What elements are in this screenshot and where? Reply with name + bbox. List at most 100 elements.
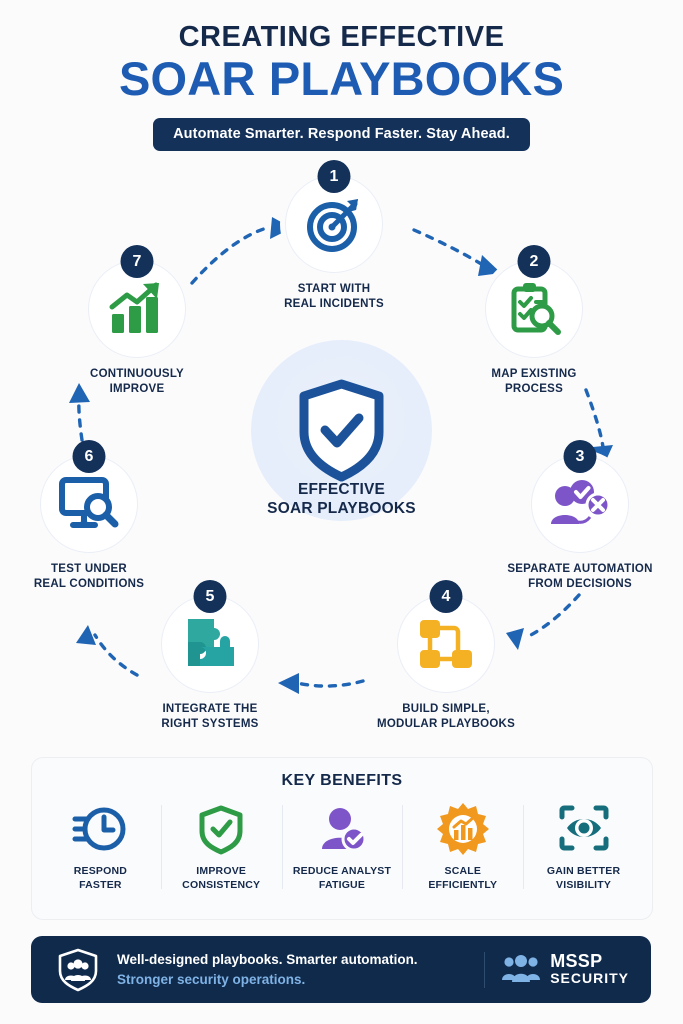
step-6-disc: 6: [40, 440, 138, 553]
brand-logo[interactable]: MSSP SECURITY: [501, 952, 629, 988]
footer-banner: Well-designed playbooks. Smarter automat…: [31, 936, 651, 1003]
step-5-line1: INTEGRATE THE: [162, 703, 258, 715]
cycle-arrows: [69, 217, 613, 694]
benefit-2-line1: IMPROVE: [196, 865, 247, 877]
step-5-badge: 5: [193, 580, 227, 613]
benefit-5-line1: GAIN BETTER: [546, 865, 621, 877]
benefit-2-line2: CONSISTENCY: [182, 878, 261, 891]
page-title-main: SOAR PLAYBOOKS: [118, 52, 565, 106]
step-2-badge: 2: [517, 245, 551, 278]
key-benefits-row: RESPOND FASTER IMPROVE CONSISTENCY: [32, 799, 652, 892]
flowchart-nodes-icon: [420, 620, 472, 668]
step-6-label: TEST UNDER REAL CONDITIONS: [14, 562, 164, 592]
step-2-label: MAP EXISTING PROCESS: [459, 367, 609, 397]
step-3-line1: SEPARATE AUTOMATION: [507, 563, 653, 575]
benefit-3-line2: FATIGUE: [318, 878, 366, 891]
key-benefits-panel: KEY BENEFITS RESPOND FASTER: [31, 757, 653, 920]
step-4-line2: MODULAR PLAYBOOKS: [377, 717, 515, 730]
arrow-heads: [69, 217, 613, 694]
clipboard-search-icon: [511, 283, 561, 335]
step-6-badge: 6: [72, 440, 106, 473]
shield-check-icon: [299, 379, 384, 482]
arrowhead-5-to-6: [76, 625, 96, 645]
step-3-disc: 3: [531, 440, 629, 553]
step-3-label: SEPARATE AUTOMATION FROM DECISIONS: [505, 562, 655, 592]
step-2-disc: 2: [485, 245, 583, 358]
step-4-label: BUILD SIMPLE, MODULAR PLAYBOOKS: [371, 702, 521, 732]
arrow-1-to-2: [412, 228, 485, 267]
benefit-2-label: IMPROVE CONSISTENCY: [165, 865, 278, 892]
cycle-step-1[interactable]: 1 START WITH REAL INCIDENTS: [259, 160, 409, 312]
step-7-label: CONTINUOUSLY IMPROVE: [62, 367, 212, 397]
step-7-line2: IMPROVE: [109, 382, 165, 395]
step-1-disc: 1: [285, 160, 383, 273]
benefit-3-line1: REDUCE ANALYST: [292, 865, 392, 877]
target-arrow-icon: [307, 199, 358, 252]
arrow-5-to-6: [93, 633, 139, 677]
step-4-badge: 4: [429, 580, 463, 613]
fast-clock-icon: [44, 799, 157, 859]
step-1-label: START WITH REAL INCIDENTS: [259, 282, 409, 312]
person-check-icon: [286, 799, 399, 859]
cycle-step-6[interactable]: 6 TEST UNDER REAL CONDITIONS: [14, 440, 164, 592]
arrow-7-to-1: [190, 225, 272, 285]
gear-chart-icon: [406, 799, 519, 859]
arrowhead-6-to-7: [69, 383, 90, 403]
arrowhead-2-to-3: [593, 445, 613, 467]
page-title-top: CREATING EFFECTIVE: [178, 21, 505, 53]
benefit-1-line2: FASTER: [79, 878, 122, 891]
benefit-5-line2: VISIBILITY: [556, 878, 612, 891]
center-label-line2: SOAR PLAYBOOKS: [267, 500, 416, 518]
benefit-gain-better-visibility[interactable]: GAIN BETTER VISIBILITY: [523, 799, 644, 892]
step-4-disc: 4: [397, 580, 495, 693]
cycle-step-7[interactable]: 7 CONTINUOUSLY IMPROVE: [62, 245, 212, 397]
cycle-step-2[interactable]: 2 MAP EXISTING PROCESS: [459, 245, 609, 397]
shield-check-icon: [165, 799, 278, 859]
cycle-step-4[interactable]: 4 BUILD SIMPLE, MODULAR PLAYBOOKS: [371, 580, 521, 732]
step-5-label: INTEGRATE THE RIGHT SYSTEMS: [135, 702, 285, 732]
benefit-improve-consistency[interactable]: IMPROVE CONSISTENCY: [160, 799, 282, 892]
step-2-line1: MAP EXISTING: [491, 368, 577, 380]
benefit-1-label: RESPOND FASTER: [44, 865, 157, 892]
shield-people-icon: [56, 947, 100, 993]
step-1-line1: START WITH: [297, 283, 371, 295]
footer-line2: Stronger security operations.: [117, 971, 306, 987]
step-3-badge: 3: [563, 440, 597, 473]
arrowhead-7-to-1: [270, 217, 292, 239]
cycle-step-3[interactable]: 3 SEPARATE AUTOMATION FROM DECISIONS: [505, 440, 655, 592]
step-1-line2: REAL INCIDENTS: [284, 297, 384, 310]
step-1-badge: 1: [317, 160, 351, 193]
benefit-scale-efficiently[interactable]: SCALE EFFICIENTLY: [402, 799, 523, 892]
person-approve-reject-icon: [551, 480, 611, 524]
step-5-line2: RIGHT SYSTEMS: [161, 717, 259, 730]
center-label-line1: EFFECTIVE: [297, 481, 386, 498]
growth-chart-icon: [109, 282, 159, 333]
step-4-line1: BUILD SIMPLE,: [402, 703, 490, 715]
cycle-step-5[interactable]: 5 INTEGRATE THE RIGHT SYSTEMS: [135, 580, 285, 732]
step-5-disc: 5: [161, 580, 259, 693]
cycle-diagram: EFFECTIVE SOAR PLAYBOOKS 1 START WITH RE…: [0, 155, 683, 755]
center-label: EFFECTIVE SOAR PLAYBOOKS: [231, 480, 452, 519]
benefit-respond-faster[interactable]: RESPOND FASTER: [40, 799, 161, 892]
benefit-5-label: GAIN BETTER VISIBILITY: [527, 865, 640, 892]
arrowhead-4-to-5: [278, 673, 299, 694]
step-6-line1: TEST UNDER: [51, 563, 127, 575]
brand-text: MSSP SECURITY: [550, 952, 629, 988]
benefit-4-line2: EFFICIENTLY: [428, 878, 498, 891]
brand-sub: SECURITY: [550, 969, 629, 986]
brand-name: MSSP: [550, 950, 603, 971]
arrow-4-to-5: [295, 679, 365, 688]
benefit-reduce-analyst-fatigue[interactable]: REDUCE ANALYST FATIGUE: [281, 799, 403, 892]
arrowhead-3-to-4: [506, 628, 524, 650]
step-6-line2: REAL CONDITIONS: [33, 577, 145, 590]
center-hub: [251, 340, 432, 521]
step-3-line2: FROM DECISIONS: [528, 577, 632, 590]
footer-text: Well-designed playbooks. Smarter automat…: [117, 950, 484, 989]
puzzle-pieces-icon: [188, 619, 234, 666]
step-7-line1: CONTINUOUSLY: [90, 368, 184, 380]
footer-divider: [484, 951, 486, 988]
benefit-4-label: SCALE EFFICIENTLY: [406, 865, 519, 892]
arrow-3-to-4: [523, 593, 581, 640]
benefit-3-label: REDUCE ANALYST FATIGUE: [286, 865, 399, 892]
